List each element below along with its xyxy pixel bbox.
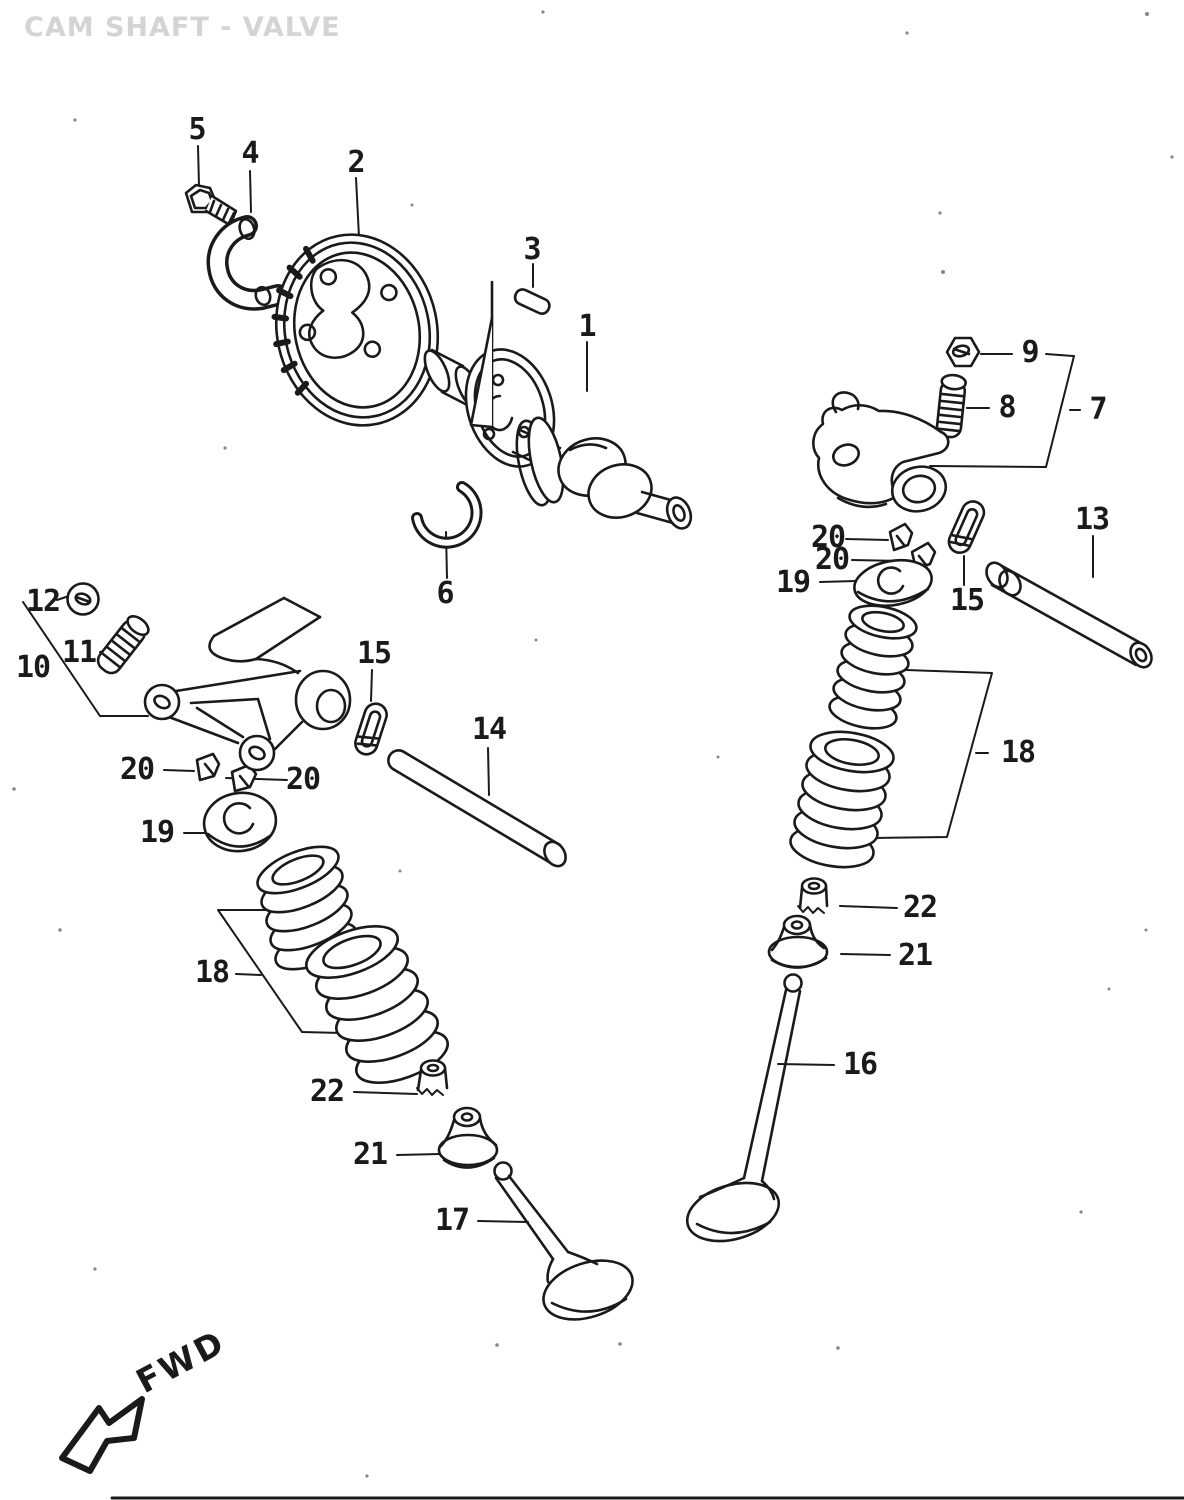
rocker-shaft-part-13 [985, 561, 1153, 669]
part-callout-6: 6 [436, 576, 454, 611]
half-clip-part-6 [411, 481, 483, 549]
part-callout-22: 22 [309, 1074, 345, 1109]
valve-keepers-part-20-right [888, 522, 937, 571]
part-callout-20: 20 [814, 542, 850, 577]
part-callout-20: 20 [119, 752, 155, 787]
lock-nut-part-9 [945, 336, 981, 368]
adjusting-screw-part-8 [935, 373, 967, 439]
part-callout-17: 17 [434, 1203, 470, 1238]
adjusting-screw-part-11 [96, 614, 150, 675]
lock-nut-part-12 [66, 582, 100, 616]
part-callout-22: 22 [902, 890, 938, 925]
valve-part-17 [493, 1161, 634, 1321]
spring-seat-part-19-left [202, 791, 278, 853]
valve-seal-part-22-right [797, 877, 829, 914]
part-callout-18: 18 [1000, 735, 1036, 770]
part-callout-7: 7 [1089, 392, 1107, 427]
part-callout-15: 15 [949, 583, 985, 618]
part-callout-4: 4 [241, 136, 259, 171]
valve-springs-part-18-left [256, 845, 449, 1084]
valve-guide-part-21-left [437, 1106, 499, 1169]
part-callout-12: 12 [25, 584, 61, 619]
part-callout-21: 21 [352, 1137, 388, 1172]
rocker-shaft-part-14 [387, 749, 567, 868]
part-callout-14: 14 [471, 712, 507, 747]
camshaft-part-1 [423, 280, 693, 530]
part-callout-19: 19 [139, 815, 175, 850]
part-callout-10: 10 [15, 650, 51, 685]
fwd-arrow-icon [59, 1396, 145, 1474]
part-callout-5: 5 [188, 112, 206, 147]
page-title: CAM SHAFT - VALVE [24, 12, 341, 43]
part-callout-2: 2 [347, 145, 365, 180]
part-callout-9: 9 [1021, 335, 1039, 370]
rocker-arm-part-10 [143, 596, 352, 772]
leader-lines [22, 145, 1094, 1223]
part-callout-20: 20 [285, 762, 321, 797]
bolt-part-5 [184, 183, 238, 227]
valve-part-16 [685, 973, 803, 1243]
part-callout-1: 1 [578, 309, 596, 344]
cam-sprocket-part-2 [271, 233, 440, 427]
part-callout-11: 11 [61, 635, 97, 670]
valve-guide-part-21-right [767, 914, 829, 969]
valve-springs-part-18-right [789, 604, 918, 869]
cotter-part-15-left [354, 702, 388, 756]
rocker-arm-part-7 [812, 391, 950, 513]
spring-retainer-part-19-right [853, 559, 933, 607]
part-callout-21: 21 [897, 938, 933, 973]
scan-noise [12, 10, 1174, 1478]
dowel-pin-part-3 [513, 288, 551, 315]
cotter-part-15-right [947, 500, 986, 555]
part-callout-15: 15 [356, 636, 392, 671]
part-callout-8: 8 [998, 390, 1016, 425]
cam-chain-guide-part-4 [206, 215, 289, 311]
valve-seal-part-22-left [416, 1059, 449, 1096]
part-callout-19: 19 [775, 565, 811, 600]
part-callout-13: 13 [1074, 502, 1110, 537]
part-callout-3: 3 [523, 232, 541, 267]
part-callout-18: 18 [194, 955, 230, 990]
part-callout-20: 20 [810, 520, 846, 555]
part-callout-16: 16 [842, 1047, 878, 1082]
